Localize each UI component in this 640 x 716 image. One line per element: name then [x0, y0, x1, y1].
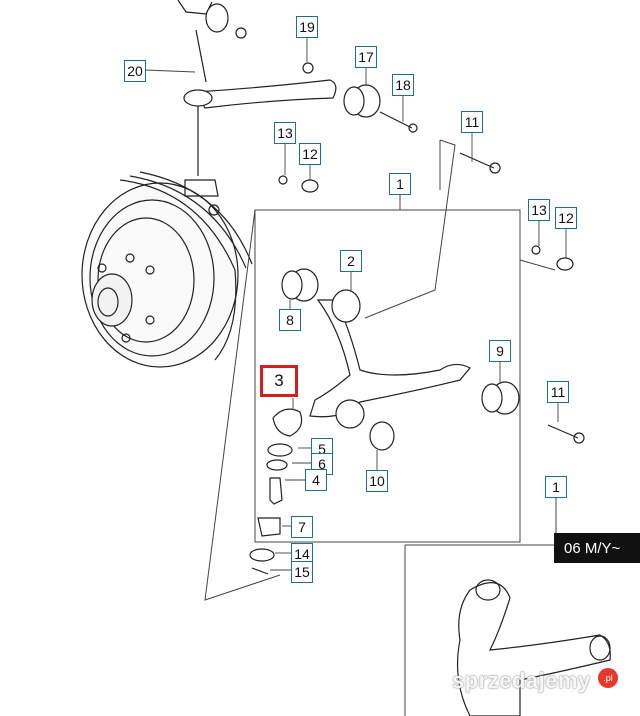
callout-4: 4 [305, 469, 327, 491]
callout-14: 14 [291, 543, 313, 565]
callout-1-inset: 1 [545, 476, 567, 498]
callout-13-right: 13 [528, 199, 550, 221]
callout-18: 18 [392, 74, 414, 96]
brake-disc-hub [81, 171, 253, 368]
callout-2: 2 [340, 250, 362, 272]
lower-control-arm [278, 152, 585, 451]
exploded-view-frame [204, 139, 557, 716]
callout-9: 9 [489, 340, 511, 362]
callout-8: 8 [279, 309, 301, 331]
callout-20: 20 [124, 60, 146, 82]
watermark-logo-dot: .pl [598, 668, 618, 688]
callout-11-lower: 11 [547, 381, 569, 403]
inset-upper-arm [456, 579, 611, 716]
callout-15: 15 [291, 561, 313, 583]
callout-leaders [144, 37, 567, 571]
callout-17: 17 [355, 46, 377, 68]
callout-13-upper: 13 [274, 122, 296, 144]
callout-7: 7 [291, 516, 313, 538]
callout-10: 10 [366, 470, 388, 492]
model-year-badge: 06 M/Y~ [554, 533, 640, 563]
callout-1-main: 1 [389, 173, 411, 195]
callout-3-highlighted: 3 [260, 365, 298, 397]
callout-11-upper: 11 [461, 111, 483, 133]
callout-19: 19 [296, 16, 318, 38]
callout-12-right: 12 [555, 207, 577, 229]
callout-12-upper: 12 [299, 143, 321, 165]
watermark-text: sprzedajemy [452, 668, 591, 693]
upper-control-arm [177, 0, 418, 176]
ball-joint-kit [249, 408, 303, 575]
